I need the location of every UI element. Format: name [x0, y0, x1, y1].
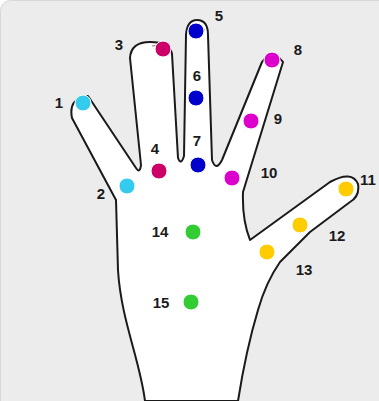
callout-number: 6	[193, 68, 201, 83]
fingernails	[78, 28, 352, 186]
callout-number: 13	[296, 262, 313, 277]
marker-dots	[75, 23, 354, 310]
callout-number: 9	[274, 111, 282, 126]
marker-dot	[75, 95, 91, 111]
marker-dot	[183, 294, 199, 310]
callout-number: 1	[55, 95, 63, 110]
hand-outline	[71, 20, 358, 401]
marker-dot	[185, 224, 201, 240]
callout-number: 14	[152, 224, 169, 239]
marker-dot	[151, 163, 167, 179]
marker-dot	[119, 178, 135, 194]
marker-dot	[292, 217, 308, 233]
marker-dot	[188, 23, 204, 39]
marker-dot	[155, 41, 171, 57]
marker-dot	[188, 90, 204, 106]
marker-dot	[243, 113, 259, 129]
callout-number: 8	[294, 42, 302, 57]
callout-number: 11	[360, 172, 376, 187]
marker-dot	[190, 157, 206, 173]
callout-number: 7	[193, 133, 201, 148]
callout-number: 4	[151, 141, 159, 156]
marker-dot	[338, 181, 354, 197]
callout-number: 2	[97, 186, 105, 201]
marker-dot	[264, 52, 280, 68]
marker-dot	[224, 170, 240, 186]
callout-number: 15	[153, 295, 170, 310]
callout-number: 5	[215, 8, 223, 23]
callout-number: 3	[115, 37, 123, 52]
callout-number: 12	[329, 228, 346, 243]
callout-number: 10	[261, 165, 278, 180]
marker-dot	[259, 244, 275, 260]
